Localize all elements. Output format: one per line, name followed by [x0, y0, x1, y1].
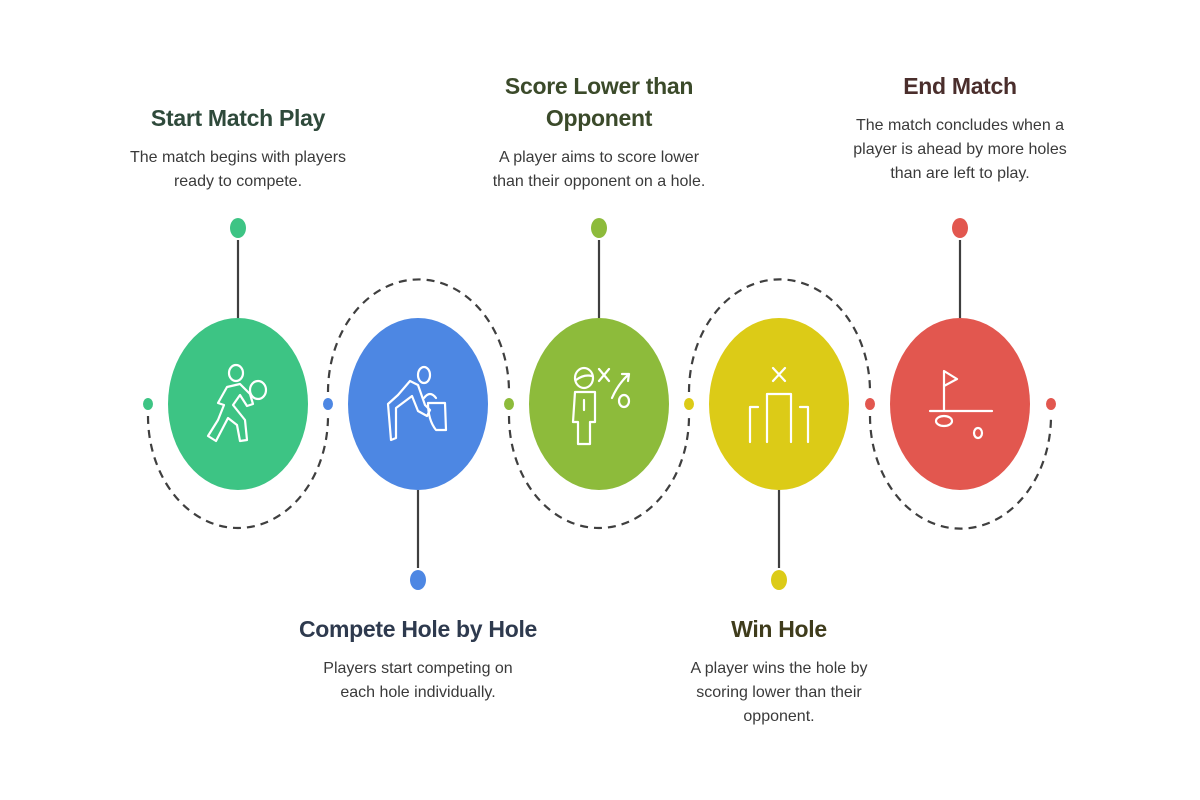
desc-line: player is ahead by more holes	[853, 141, 1067, 158]
desc-line: opponent.	[743, 708, 815, 725]
player-throwing-ball-icon	[206, 363, 268, 443]
stem-dot	[410, 570, 426, 590]
step-description: A player aims to score lower than their …	[449, 146, 749, 194]
step-title: End Match	[810, 70, 1110, 102]
step-title: Compete Hole by Hole	[268, 613, 568, 645]
title-line: Start Match Play	[150, 105, 326, 131]
step-5-text: End Match The match concludes when a pla…	[810, 70, 1110, 186]
step-title: Win Hole	[629, 613, 929, 645]
step-title: Start Match Play	[88, 102, 388, 134]
desc-line: scoring lower than their	[696, 684, 862, 701]
connector-arcs	[146, 278, 1053, 530]
step-circle-1	[168, 318, 308, 490]
golfer-putting-icon	[386, 365, 448, 442]
stem-dot	[591, 218, 607, 238]
desc-line: than their opponent on a hole.	[492, 173, 706, 190]
step-description: A player wins the hole by scoring lower …	[629, 657, 929, 729]
connector-dot	[143, 398, 153, 410]
title-line: End Match	[903, 73, 1017, 99]
title-line: Score Lower than	[504, 73, 694, 99]
golf-flag-hole-icon	[928, 369, 994, 440]
connector-arc-4	[687, 278, 872, 393]
step-description: The match begins with players ready to c…	[88, 146, 388, 194]
step-2-text: Compete Hole by Hole Players start compe…	[268, 613, 568, 705]
step-description: Players start competing on each hole ind…	[268, 657, 568, 705]
desc-line: A player aims to score lower	[498, 149, 700, 166]
desc-line: A player wins the hole by	[690, 660, 868, 677]
podium-icon	[748, 366, 810, 444]
stem-dot	[771, 570, 787, 590]
stem-dot	[952, 218, 968, 238]
stem-dots	[230, 218, 968, 590]
connector-dot	[1046, 398, 1056, 410]
desc-line: The match begins with players	[129, 149, 347, 166]
step-1-text: Start Match Play The match begins with p…	[88, 102, 388, 194]
connector-arc-3	[507, 415, 691, 530]
title-line: Compete Hole by Hole	[298, 616, 538, 642]
connector-dot	[504, 398, 514, 410]
step-description: The match concludes when a player is ahe…	[810, 114, 1110, 186]
step-4-text: Win Hole A player wins the hole by scori…	[629, 613, 929, 729]
step-circle-5	[890, 318, 1030, 490]
stems	[236, 240, 962, 568]
player-strategy-icon	[571, 366, 631, 446]
desc-line: each hole individually.	[340, 684, 496, 701]
desc-line: The match concludes when a	[855, 117, 1065, 134]
connector-arc-2	[326, 278, 511, 393]
step-title: Score Lower than Opponent	[449, 70, 749, 134]
stem-dot	[230, 218, 246, 238]
connector-dot	[865, 398, 875, 410]
step-circle-2	[348, 318, 488, 490]
step-circle-4	[709, 318, 849, 490]
title-line: Opponent	[545, 105, 653, 131]
connector-dot	[684, 398, 694, 410]
step-circles	[168, 318, 1030, 490]
step-circle-3	[529, 318, 669, 490]
connector-dot	[323, 398, 333, 410]
desc-line: ready to compete.	[173, 173, 303, 190]
connector-dots	[143, 398, 1056, 410]
connector-arc-1	[146, 415, 330, 530]
desc-line: Players start competing on	[323, 660, 513, 677]
connector-arc-5	[868, 415, 1053, 530]
step-3-text: Score Lower than Opponent A player aims …	[449, 70, 749, 194]
title-line: Win Hole	[731, 616, 827, 642]
desc-line: than are left to play.	[890, 165, 1030, 182]
